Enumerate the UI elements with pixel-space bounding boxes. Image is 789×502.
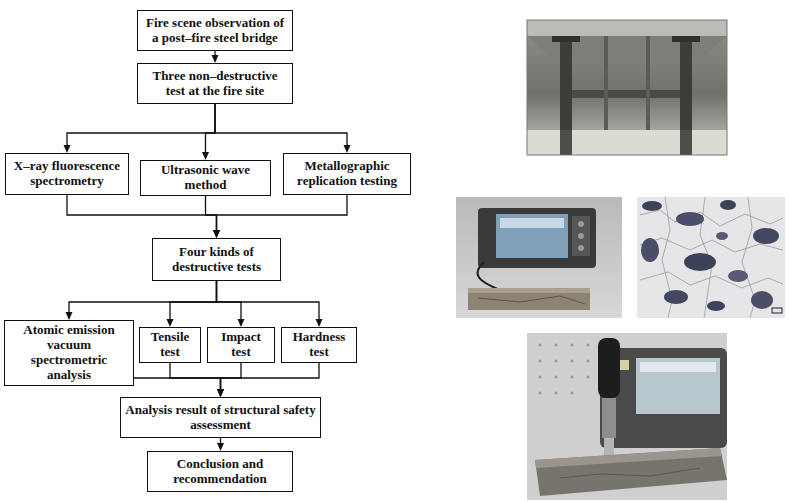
process-box: Three non–destructive test at the fire s… bbox=[137, 63, 293, 104]
arrow-head bbox=[66, 312, 73, 320]
flow-arrow bbox=[167, 281, 217, 327]
process-box: Fire scene observation of a post–fire st… bbox=[137, 10, 293, 51]
connector-line bbox=[67, 104, 215, 145]
connector-line bbox=[217, 281, 320, 319]
flow-arrow bbox=[202, 104, 215, 160]
arrow-head bbox=[217, 389, 224, 397]
arrow-head bbox=[202, 152, 209, 160]
arrow-head bbox=[167, 319, 174, 327]
flow-arrow bbox=[217, 281, 245, 327]
connector-line bbox=[215, 104, 347, 145]
process-box: Metallographic replication testing bbox=[283, 153, 411, 195]
hardness-photo bbox=[527, 333, 727, 500]
box-label: Fire scene observation of a post–fire st… bbox=[142, 16, 288, 46]
process-box: Conclusion and recommendation bbox=[147, 451, 293, 492]
flow-arrow bbox=[217, 363, 319, 397]
box-label: Metallographic replication testing bbox=[288, 159, 406, 189]
arrow-head bbox=[316, 319, 323, 327]
box-label: Tensile test bbox=[144, 330, 196, 360]
connector-line bbox=[170, 363, 221, 389]
arrow-head bbox=[217, 389, 224, 397]
arrow-head bbox=[217, 443, 224, 451]
flow-arrow bbox=[64, 104, 216, 153]
arrow-head bbox=[344, 145, 351, 153]
process-box: Analysis result of structural safety ass… bbox=[120, 397, 321, 438]
process-box: Atomic emission vacuum spectrometric ana… bbox=[4, 320, 134, 386]
arrow-head bbox=[217, 389, 224, 397]
flow-arrow bbox=[66, 281, 217, 320]
process-box: Tensile test bbox=[139, 327, 201, 363]
process-box: Impact test bbox=[207, 327, 275, 363]
flow-arrow bbox=[212, 51, 219, 63]
arrow-head bbox=[238, 319, 245, 327]
box-label: Hardness test bbox=[286, 330, 352, 360]
connector-line bbox=[217, 281, 242, 319]
process-box: X–ray fluorescence spectrometry bbox=[5, 153, 129, 195]
box-label: Analysis result of structural safety ass… bbox=[125, 403, 316, 433]
box-label: Atomic emission vacuum spectrometric ana… bbox=[9, 323, 129, 383]
box-label: Four kinds of destructive tests bbox=[157, 245, 276, 275]
connector-line bbox=[67, 195, 217, 230]
arrow-head bbox=[213, 230, 220, 238]
box-label: Impact test bbox=[212, 330, 270, 360]
box-label: Ultrasonic wave method bbox=[145, 163, 266, 193]
flow-arrow bbox=[213, 195, 347, 238]
flow-arrow bbox=[67, 195, 220, 238]
process-box: Hardness test bbox=[281, 327, 357, 363]
connector-line bbox=[221, 363, 320, 389]
connector-line bbox=[206, 104, 216, 152]
flow-arrow bbox=[215, 104, 351, 153]
arrow-head bbox=[64, 145, 71, 153]
micrograph-photo bbox=[637, 197, 785, 318]
flow-arrow bbox=[206, 196, 221, 238]
connector-line bbox=[221, 363, 242, 389]
bridge-photo bbox=[527, 20, 727, 155]
arrow-head bbox=[213, 230, 220, 238]
connector-line bbox=[217, 195, 348, 230]
arrow-head bbox=[217, 389, 224, 397]
box-label: Three non–destructive test at the fire s… bbox=[142, 69, 288, 99]
arrow-head bbox=[212, 55, 219, 63]
connector-line bbox=[220, 438, 221, 443]
process-box: Four kinds of destructive tests bbox=[152, 238, 281, 281]
process-box: Ultrasonic wave method bbox=[140, 160, 271, 196]
connector-line bbox=[69, 281, 217, 312]
connector-line bbox=[206, 196, 217, 230]
connector-line bbox=[170, 281, 217, 319]
ultrasonic-photo bbox=[456, 197, 622, 318]
flow-arrow bbox=[217, 438, 224, 451]
flow-arrow bbox=[217, 281, 323, 327]
connector-line bbox=[214, 51, 215, 55]
box-label: X–ray fluorescence spectrometry bbox=[10, 159, 124, 189]
box-label: Conclusion and recommendation bbox=[152, 457, 288, 487]
flow-arrow bbox=[170, 363, 224, 397]
arrow-head bbox=[213, 230, 220, 238]
